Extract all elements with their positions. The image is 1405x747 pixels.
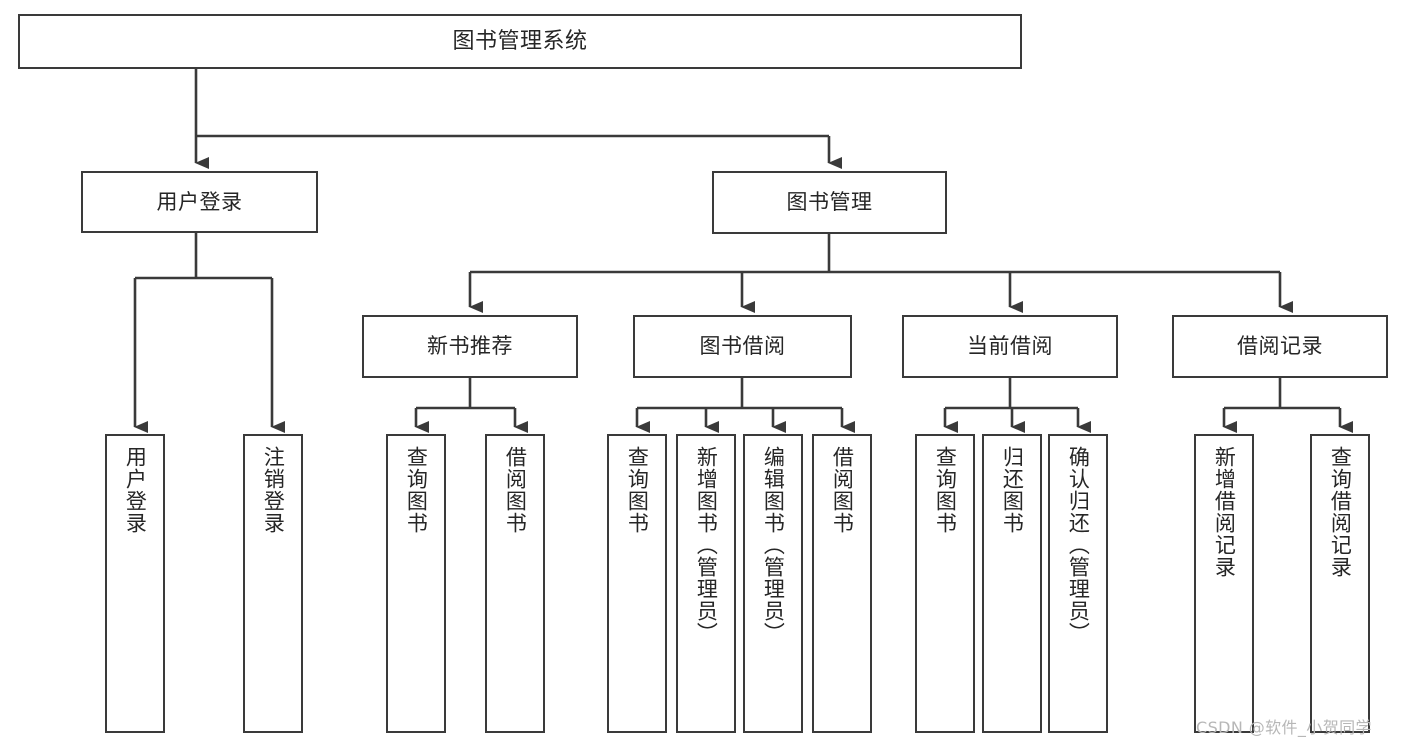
node-label: 图书管理 <box>786 190 873 215</box>
node-leaf-borrow-book-2[interactable]: 借阅图书 <box>812 434 872 733</box>
node-label: 查询图书 <box>404 446 429 534</box>
node-leaf-add-book[interactable]: 新增图书（管理员） <box>676 434 736 733</box>
node-label: 新增借阅记录 <box>1212 446 1237 578</box>
node-leaf-borrow-book-1[interactable]: 借阅图书 <box>485 434 545 733</box>
node-leaf-confirm-return[interactable]: 确认归还（管理员） <box>1048 434 1108 733</box>
node-label: 查询图书 <box>625 446 650 534</box>
node-leaf-query-book-1[interactable]: 查询图书 <box>386 434 446 733</box>
node-label: 查询借阅记录 <box>1328 446 1353 578</box>
node-leaf-add-record[interactable]: 新增借阅记录 <box>1194 434 1254 733</box>
node-label: 借阅图书 <box>830 446 855 534</box>
node-new-book-recommend[interactable]: 新书推荐 <box>362 315 578 378</box>
node-leaf-query-book-2[interactable]: 查询图书 <box>607 434 667 733</box>
csdn-watermark: CSDN @软件_小贺同学 <box>1196 718 1372 737</box>
node-label: 用户登录 <box>156 189 243 214</box>
node-label: 归还图书 <box>1000 446 1025 534</box>
node-book-borrow[interactable]: 图书借阅 <box>633 315 852 378</box>
node-label: 编辑图书（管理员） <box>761 446 786 644</box>
node-leaf-edit-book[interactable]: 编辑图书（管理员） <box>743 434 803 733</box>
node-user-login[interactable]: 用户登录 <box>81 171 318 233</box>
node-label: 新增图书（管理员） <box>694 446 719 644</box>
node-leaf-user-login[interactable]: 用户登录 <box>105 434 165 733</box>
node-leaf-query-record[interactable]: 查询借阅记录 <box>1310 434 1370 733</box>
node-book-management[interactable]: 图书管理 <box>712 171 947 234</box>
node-label: 图书管理系统 <box>452 28 588 54</box>
node-label: 新书推荐 <box>427 334 513 359</box>
node-label: 图书借阅 <box>699 334 786 359</box>
node-label: 注销登录 <box>261 446 286 534</box>
node-label: 当前借阅 <box>967 334 1053 359</box>
node-book-management-system[interactable]: 图书管理系统 <box>18 14 1022 69</box>
node-current-borrow[interactable]: 当前借阅 <box>902 315 1118 378</box>
node-label: 借阅图书 <box>503 446 528 534</box>
node-borrow-record[interactable]: 借阅记录 <box>1172 315 1388 378</box>
node-leaf-query-book-3[interactable]: 查询图书 <box>915 434 975 733</box>
node-label: 查询图书 <box>933 446 958 534</box>
node-leaf-return-book[interactable]: 归还图书 <box>982 434 1042 733</box>
node-label: 用户登录 <box>123 446 148 534</box>
node-label: 借阅记录 <box>1237 334 1323 359</box>
node-leaf-logout[interactable]: 注销登录 <box>243 434 303 733</box>
node-label: 确认归还（管理员） <box>1066 446 1091 644</box>
